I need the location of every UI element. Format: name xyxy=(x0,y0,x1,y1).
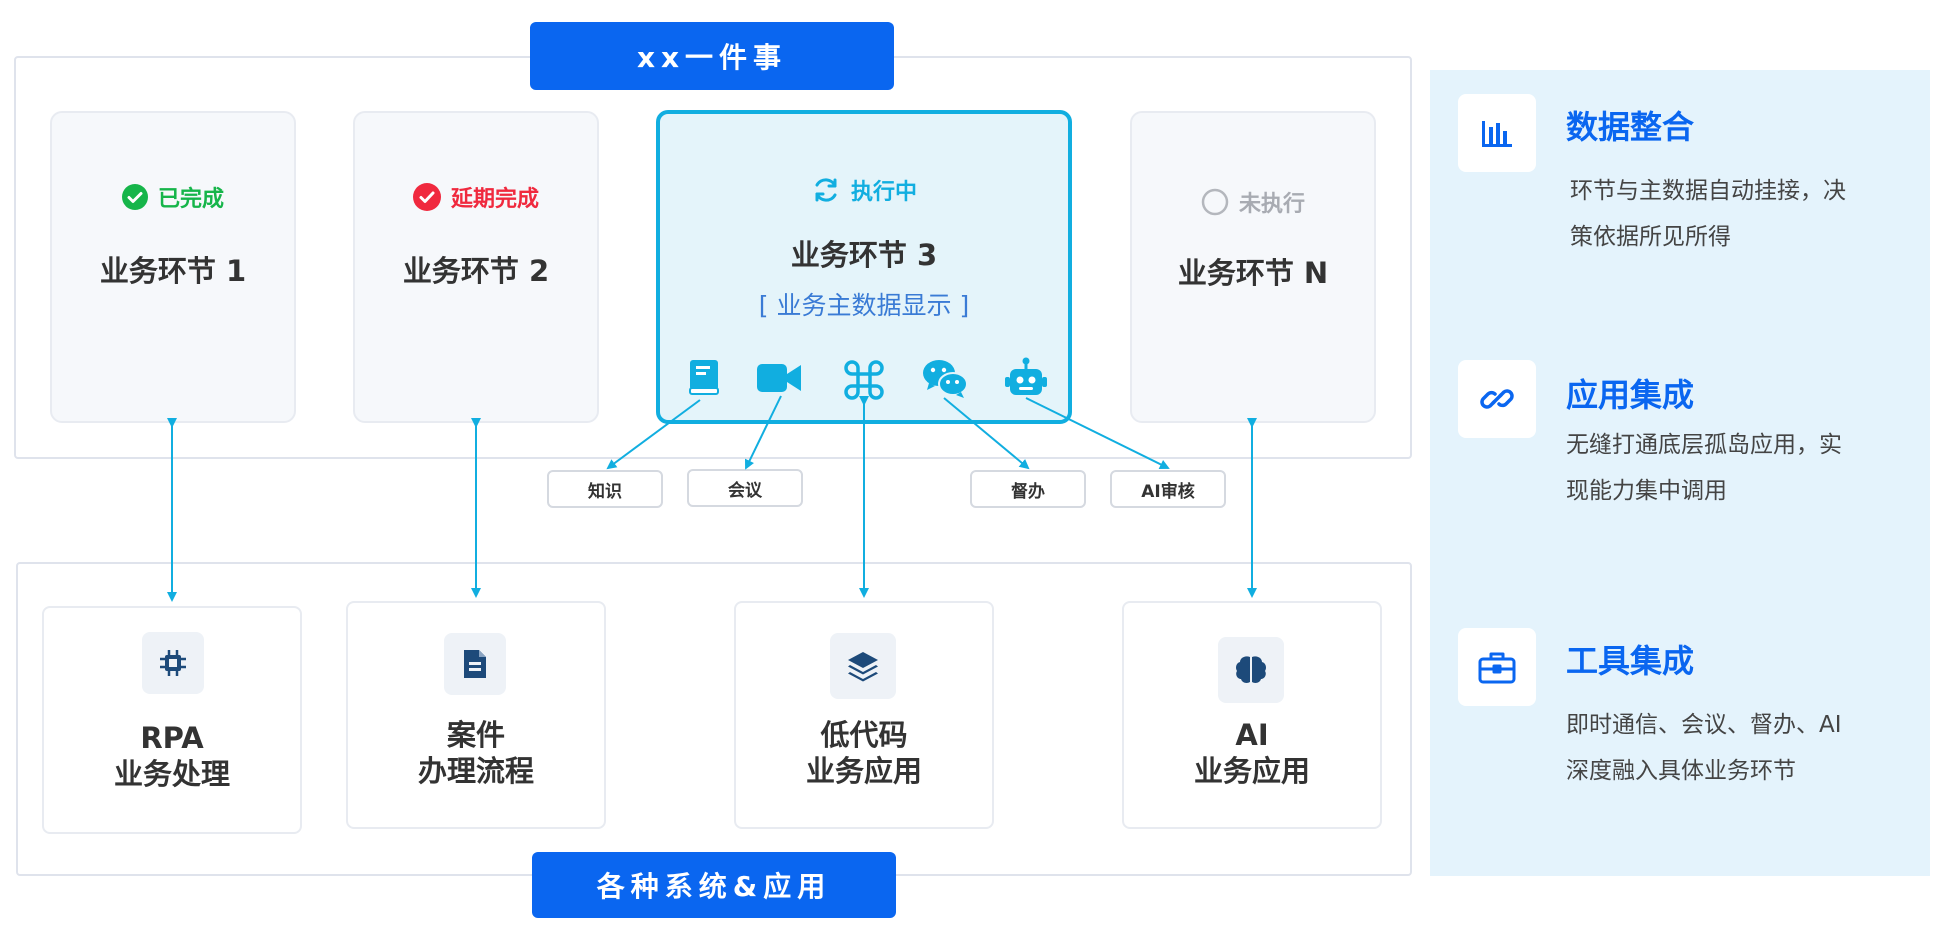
status-in-progress: 执行中 xyxy=(660,174,1068,206)
arrow-meeting xyxy=(745,395,782,470)
bottom-title-tag: 各种系统&应用 xyxy=(532,852,896,918)
wechat-icon[interactable] xyxy=(922,358,968,400)
system-card-rpa[interactable]: RPA 业务处理 xyxy=(42,606,302,834)
tag-ai-review[interactable]: AI审核 xyxy=(1110,470,1226,508)
feature-icon-box xyxy=(1458,628,1536,706)
feature-desc-line2: 深度融入具体业务环节 xyxy=(1566,758,1796,784)
step-card-n[interactable]: 未执行 业务环节 N xyxy=(1130,111,1376,423)
arrow-ai-review xyxy=(1025,397,1170,469)
system-label: 低代码 业务应用 xyxy=(736,717,992,789)
apps-icon[interactable] xyxy=(842,358,886,402)
layers-icon xyxy=(848,652,878,682)
system-label-line1: 低代码 xyxy=(820,718,908,752)
document-icon xyxy=(464,650,486,678)
feature-desc-line1: 环节与主数据自动挂接，决 xyxy=(1570,178,1846,204)
refresh-icon xyxy=(815,178,837,202)
system-label: 案件 办理流程 xyxy=(348,717,604,789)
master-data-display: [ 业务主数据显示 ] xyxy=(758,291,970,320)
chip-icon xyxy=(160,650,186,676)
feature-title: 工具集成 xyxy=(1566,642,1695,680)
feature-desc-line1: 无缝打通底层孤岛应用，实 xyxy=(1566,432,1842,458)
top-title-tag: xx一件事 xyxy=(530,22,894,90)
bar-chart-icon xyxy=(1482,121,1512,147)
feature-icon-box xyxy=(1458,94,1536,172)
step-title: 业务环节 3 xyxy=(790,238,938,272)
system-label: AI 业务应用 xyxy=(1124,717,1380,789)
feature-desc-line2: 策依据所见所得 xyxy=(1570,224,1731,250)
tag-supervision[interactable]: 督办 xyxy=(970,470,1086,508)
step-card-1[interactable]: 已完成 业务环节 1 xyxy=(50,111,296,423)
arrow-knowledge xyxy=(606,399,701,470)
arrow-supervision xyxy=(943,397,1030,470)
system-label-line2: 业务应用 xyxy=(1193,754,1310,788)
system-icon xyxy=(1218,637,1284,703)
feature-desc: 无缝打通底层孤岛应用，实 现能力集中调用 xyxy=(1566,422,1906,514)
feature-desc-line2: 现能力集中调用 xyxy=(1566,478,1727,504)
check-circle-icon xyxy=(121,184,148,210)
brain-icon xyxy=(1236,656,1266,683)
status-label: 已完成 xyxy=(157,187,224,212)
feature-desc: 即时通信、会议、督办、AI 深度融入具体业务环节 xyxy=(1566,702,1906,794)
video-camera-icon[interactable] xyxy=(756,361,802,395)
feature-icon-box xyxy=(1458,360,1536,438)
book-icon[interactable] xyxy=(686,358,722,398)
status-not-executed: 未执行 xyxy=(1132,186,1374,218)
link-icon xyxy=(1480,389,1514,409)
system-label-line1: 案件 xyxy=(446,718,505,752)
empty-circle-icon xyxy=(1201,188,1229,216)
tag-meeting[interactable]: 会议 xyxy=(687,469,803,507)
check-circle-red-icon xyxy=(412,183,441,211)
system-card-lowcode[interactable]: 低代码 业务应用 xyxy=(734,601,994,829)
system-card-ai[interactable]: AI 业务应用 xyxy=(1122,601,1382,829)
features-panel xyxy=(1430,70,1930,876)
status-label: 执行中 xyxy=(850,180,917,205)
system-card-case[interactable]: 案件 办理流程 xyxy=(346,601,606,829)
step-card-3[interactable]: 执行中 业务环节 3 [ 业务主数据显示 ] xyxy=(656,110,1072,424)
system-label-line2: 业务应用 xyxy=(805,754,922,788)
status-completed: 已完成 xyxy=(52,181,294,213)
feature-title: 数据整合 xyxy=(1566,108,1695,146)
status-label: 未执行 xyxy=(1238,192,1305,217)
system-label-line1: AI xyxy=(1235,718,1269,752)
system-icon xyxy=(444,633,506,695)
status-label: 延期完成 xyxy=(450,187,539,212)
status-delayed: 延期完成 xyxy=(355,181,597,213)
step-title: 业务环节 2 xyxy=(402,254,550,288)
step-card-2[interactable]: 延期完成 业务环节 2 xyxy=(353,111,599,423)
system-label-line1: RPA xyxy=(140,721,204,755)
tag-knowledge[interactable]: 知识 xyxy=(547,470,663,508)
feature-desc: 环节与主数据自动挂接，决 策依据所见所得 xyxy=(1570,168,1910,260)
feature-desc-line1: 即时通信、会议、督办、AI xyxy=(1566,712,1842,738)
robot-icon[interactable] xyxy=(1004,356,1048,400)
step-title: 业务环节 N xyxy=(1177,256,1329,290)
feature-title: 应用集成 xyxy=(1566,376,1695,414)
step-title: 业务环节 1 xyxy=(99,254,247,288)
system-icon xyxy=(142,632,204,694)
system-label: RPA 业务处理 xyxy=(44,720,300,792)
toolbox-icon xyxy=(1478,652,1516,684)
system-label-line2: 办理流程 xyxy=(417,754,534,788)
system-icon xyxy=(830,633,896,699)
system-label-line2: 业务处理 xyxy=(113,757,230,791)
